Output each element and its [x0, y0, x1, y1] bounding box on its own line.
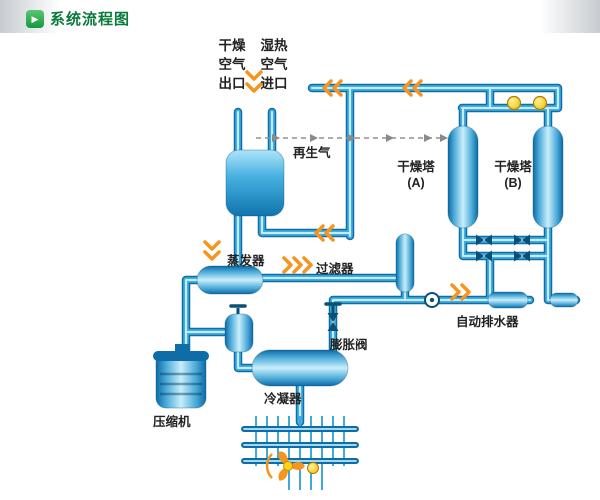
label-auto-drain: 自动排水器 — [456, 315, 519, 329]
tower-b-tag: (B) — [504, 176, 522, 190]
flow-arrow-icons — [203, 70, 471, 301]
header-band — [0, 0, 600, 33]
drying-tower-b — [532, 125, 564, 229]
tower-a-tag: (A) — [407, 176, 425, 190]
page-header: ▶ 系统流程图 — [26, 8, 130, 29]
label-regen-gas: 再生气 — [293, 146, 331, 160]
tower-b-name: 干燥塔 — [494, 160, 532, 174]
yellow-valve-icons — [506, 95, 548, 111]
drain-valve-icon — [424, 292, 440, 308]
receiver-tank — [224, 304, 254, 353]
flow-left-regen — [314, 224, 335, 242]
evaporator-vessel — [196, 265, 264, 295]
heat-exchanger-vessel — [225, 149, 285, 217]
flow-right-filter — [282, 256, 313, 274]
filter-vessel — [395, 233, 415, 293]
condenser-vessel — [251, 349, 349, 387]
page-title: 系统流程图 — [50, 11, 131, 28]
label-humid-air-inlet: 湿热空气进口 — [260, 38, 288, 91]
label-dry-air-outlet: 干燥空气出口 — [218, 38, 246, 91]
label-expansion-valve: 膨胀阀 — [330, 338, 368, 352]
label-filter: 过滤器 — [316, 262, 354, 276]
tower-a-name: 干燥塔 — [397, 160, 435, 174]
fan-ball-icon — [307, 462, 319, 474]
auto-drain-device — [487, 291, 529, 309]
flow-left-top-a — [322, 79, 343, 97]
label-evaporator: 蒸发器 — [227, 254, 265, 268]
flow-down-inlet — [245, 70, 263, 93]
flow-down-evaporator — [203, 240, 221, 261]
label-tower-b: 干燥塔 (B) — [490, 159, 536, 191]
compressor-vessel — [153, 344, 209, 409]
label-compressor: 压缩机 — [153, 415, 191, 429]
label-condenser: 冷凝器 — [264, 392, 302, 406]
flow-right-drain — [450, 283, 471, 301]
play-icon: ▶ — [26, 9, 44, 28]
flow-left-top-b — [402, 79, 423, 97]
manifold-valve-icons — [476, 234, 530, 262]
label-tower-a: 干燥塔 (A) — [393, 159, 439, 191]
drain-fitting — [549, 292, 579, 308]
expansion-valve-icon — [324, 302, 342, 331]
drying-tower-a — [447, 125, 479, 229]
fan-icon — [265, 451, 319, 481]
cooling-coil — [244, 416, 356, 490]
regen-dashed-line — [256, 134, 448, 142]
